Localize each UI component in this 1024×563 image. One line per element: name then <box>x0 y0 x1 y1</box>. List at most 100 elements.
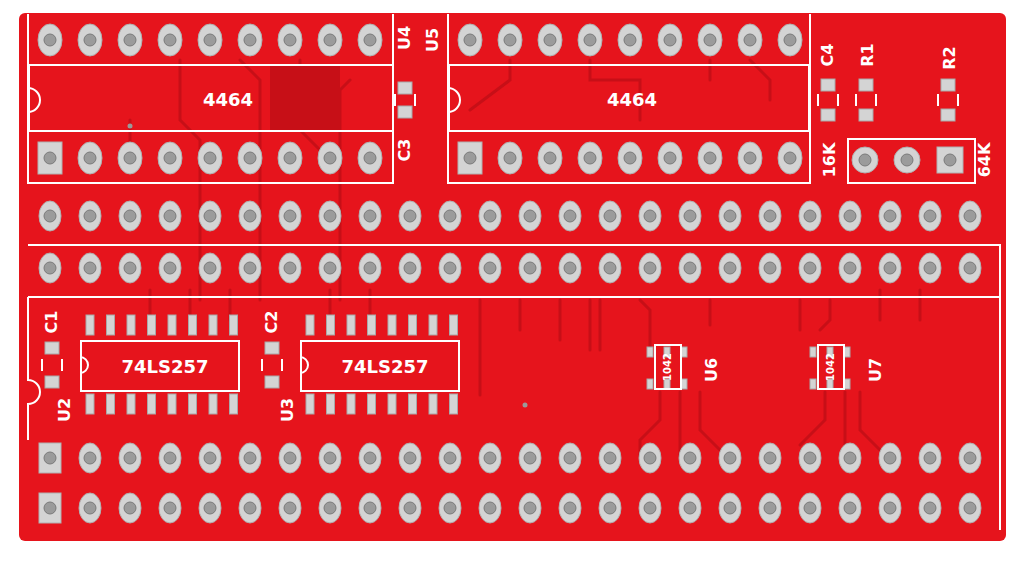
pad <box>839 493 861 523</box>
pad <box>239 201 261 231</box>
pad <box>458 24 482 56</box>
drill-hole <box>584 34 596 46</box>
ref-designator: C4 <box>820 44 836 67</box>
pad <box>278 24 302 56</box>
smd-pad <box>230 394 238 414</box>
ref-designator: U6 <box>704 358 720 382</box>
drill-hole <box>924 452 936 464</box>
drill-hole <box>204 34 216 46</box>
drill-hole <box>664 34 676 46</box>
drill-hole <box>524 210 536 222</box>
drill-hole <box>284 210 296 222</box>
pad <box>279 201 301 231</box>
smd-pad <box>859 79 873 91</box>
drill-hole <box>404 210 416 222</box>
pad <box>639 493 661 523</box>
pad <box>738 142 762 174</box>
pad <box>279 493 301 523</box>
chip-value: 4464 <box>203 91 253 109</box>
drill-hole <box>704 34 716 46</box>
pad <box>279 443 301 473</box>
drill-hole <box>324 210 336 222</box>
drill-hole <box>404 452 416 464</box>
pad <box>658 24 682 56</box>
pad <box>359 493 381 523</box>
smd-pad <box>409 394 417 414</box>
smd-pad <box>859 109 873 121</box>
drill-hole <box>804 210 816 222</box>
pad <box>919 443 941 473</box>
drill-hole <box>44 502 56 514</box>
drill-hole <box>84 262 96 274</box>
pad <box>79 493 101 523</box>
pad <box>618 142 642 174</box>
smd-pad <box>429 394 437 414</box>
pad <box>119 253 141 283</box>
pcb-board <box>19 13 1006 541</box>
drill-hole <box>84 34 96 46</box>
chip-outline: 4464U4 <box>28 64 394 132</box>
smd-pad <box>388 315 396 335</box>
pad <box>759 493 781 523</box>
smd-pad <box>409 315 417 335</box>
pad <box>198 142 222 174</box>
drill-hole <box>924 210 936 222</box>
drill-hole <box>44 262 56 274</box>
pad <box>358 24 382 56</box>
pad <box>479 443 501 473</box>
pad <box>799 443 821 473</box>
pad <box>359 201 381 231</box>
chip-value: 74LS257 <box>341 358 428 376</box>
drill-hole <box>684 452 696 464</box>
pad <box>679 443 701 473</box>
drill-hole <box>164 210 176 222</box>
drill-hole <box>84 502 96 514</box>
pad <box>578 24 602 56</box>
pad <box>679 253 701 283</box>
drill-hole <box>484 262 496 274</box>
drill-hole <box>84 452 96 464</box>
drill-hole <box>204 210 216 222</box>
smd-pad <box>86 394 94 414</box>
smd-pad <box>168 394 176 414</box>
drill-hole <box>684 262 696 274</box>
drill-hole <box>484 452 496 464</box>
pad-square <box>39 443 61 473</box>
drill-hole <box>804 262 816 274</box>
drill-hole <box>964 210 976 222</box>
drill-hole <box>244 452 256 464</box>
pad <box>799 253 821 283</box>
smd-pad <box>429 315 437 335</box>
pad <box>894 147 920 173</box>
pad <box>778 24 802 56</box>
drill-hole <box>784 152 796 164</box>
pad <box>399 493 421 523</box>
drill-hole <box>884 262 896 274</box>
pad <box>919 253 941 283</box>
ref-designator: 16K <box>822 143 838 178</box>
pad <box>839 443 861 473</box>
smd-pad <box>347 315 355 335</box>
pad <box>799 493 821 523</box>
smd-pad <box>265 342 279 354</box>
drill-hole <box>164 502 176 514</box>
chip-value: 74LS257 <box>121 358 208 376</box>
pad <box>359 253 381 283</box>
pad <box>239 253 261 283</box>
ref-designator: C3 <box>397 139 413 162</box>
ref-designator: U3 <box>280 398 296 422</box>
pad <box>439 253 461 283</box>
smd-pad <box>107 315 115 335</box>
drill-hole <box>244 262 256 274</box>
drill-hole <box>124 210 136 222</box>
drill-hole <box>364 452 376 464</box>
drill-hole <box>444 502 456 514</box>
pad-square <box>937 147 963 173</box>
chip-value: 4464 <box>607 91 657 109</box>
drill-hole <box>964 262 976 274</box>
pad <box>199 253 221 283</box>
pad <box>239 493 261 523</box>
pad <box>879 493 901 523</box>
drill-hole <box>324 34 336 46</box>
